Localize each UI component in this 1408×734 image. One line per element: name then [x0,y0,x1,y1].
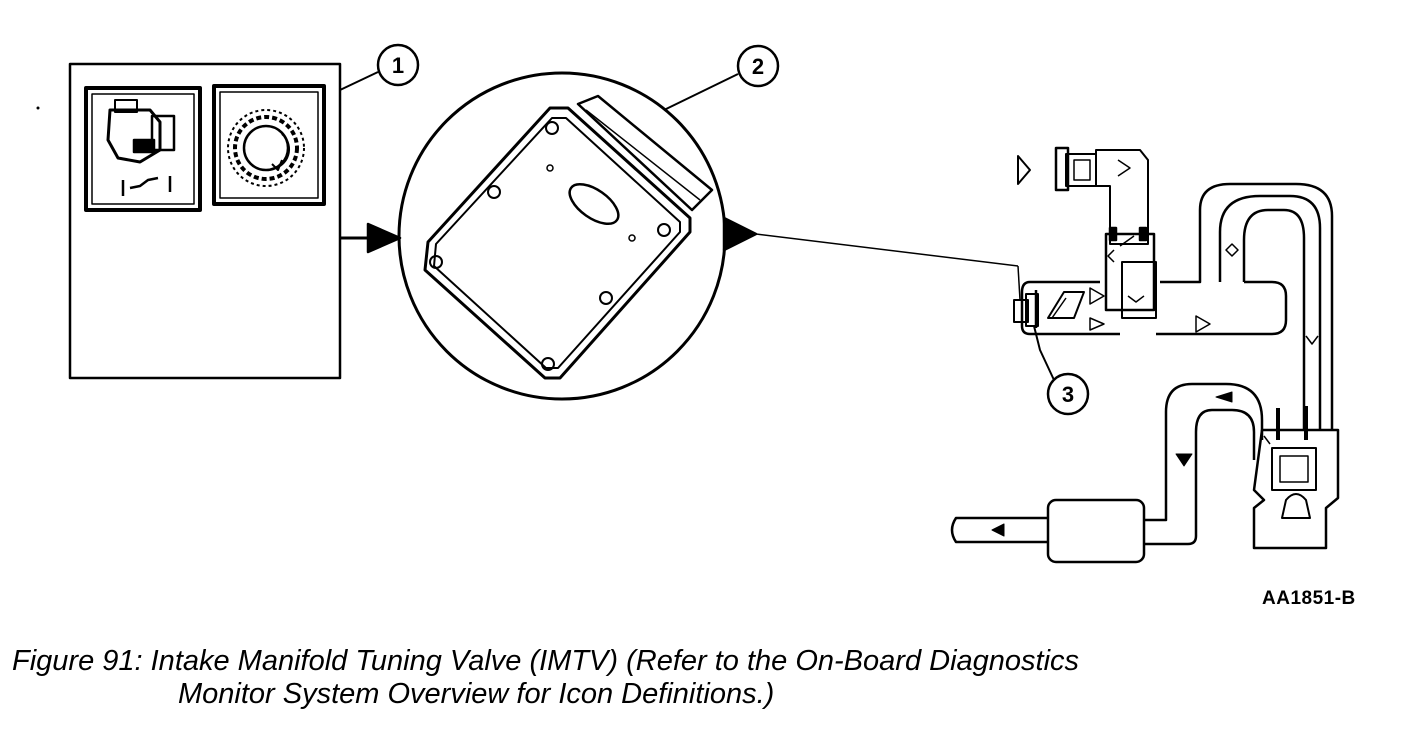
callout-3-number: 3 [1062,382,1074,407]
throttle-position-sensor-icon [84,86,202,212]
callout-2-number: 2 [752,54,764,79]
figure-caption: Figure 91: Intake Manifold Tuning Valve … [12,645,1402,711]
callout-1-number: 1 [392,53,404,78]
exhaust-muffler-icon [950,382,1264,564]
caption-line-2: Monitor System Overview for Icon Definit… [178,678,775,710]
signal-arrow-1 [340,222,402,254]
callout-3 [1033,325,1090,416]
callout-2 [663,44,780,111]
engine-speed-sensor-icon [212,84,326,206]
intake-manifold-icon [1017,146,1334,430]
imtv-actuator-icon [1013,293,1039,327]
pcm-module-icon [397,71,727,401]
callout-1 [339,43,420,91]
caption-line-1: Figure 91: Intake Manifold Tuning Valve … [12,645,1080,677]
signal-arrow-2 [722,216,1021,301]
engine-cylinder-icon [1252,406,1340,550]
figure-reference-code: AA1851-B [1262,588,1356,609]
sensor-input-panel [68,62,342,380]
imtv-diagram: 1 2 3 [36,43,1340,564]
